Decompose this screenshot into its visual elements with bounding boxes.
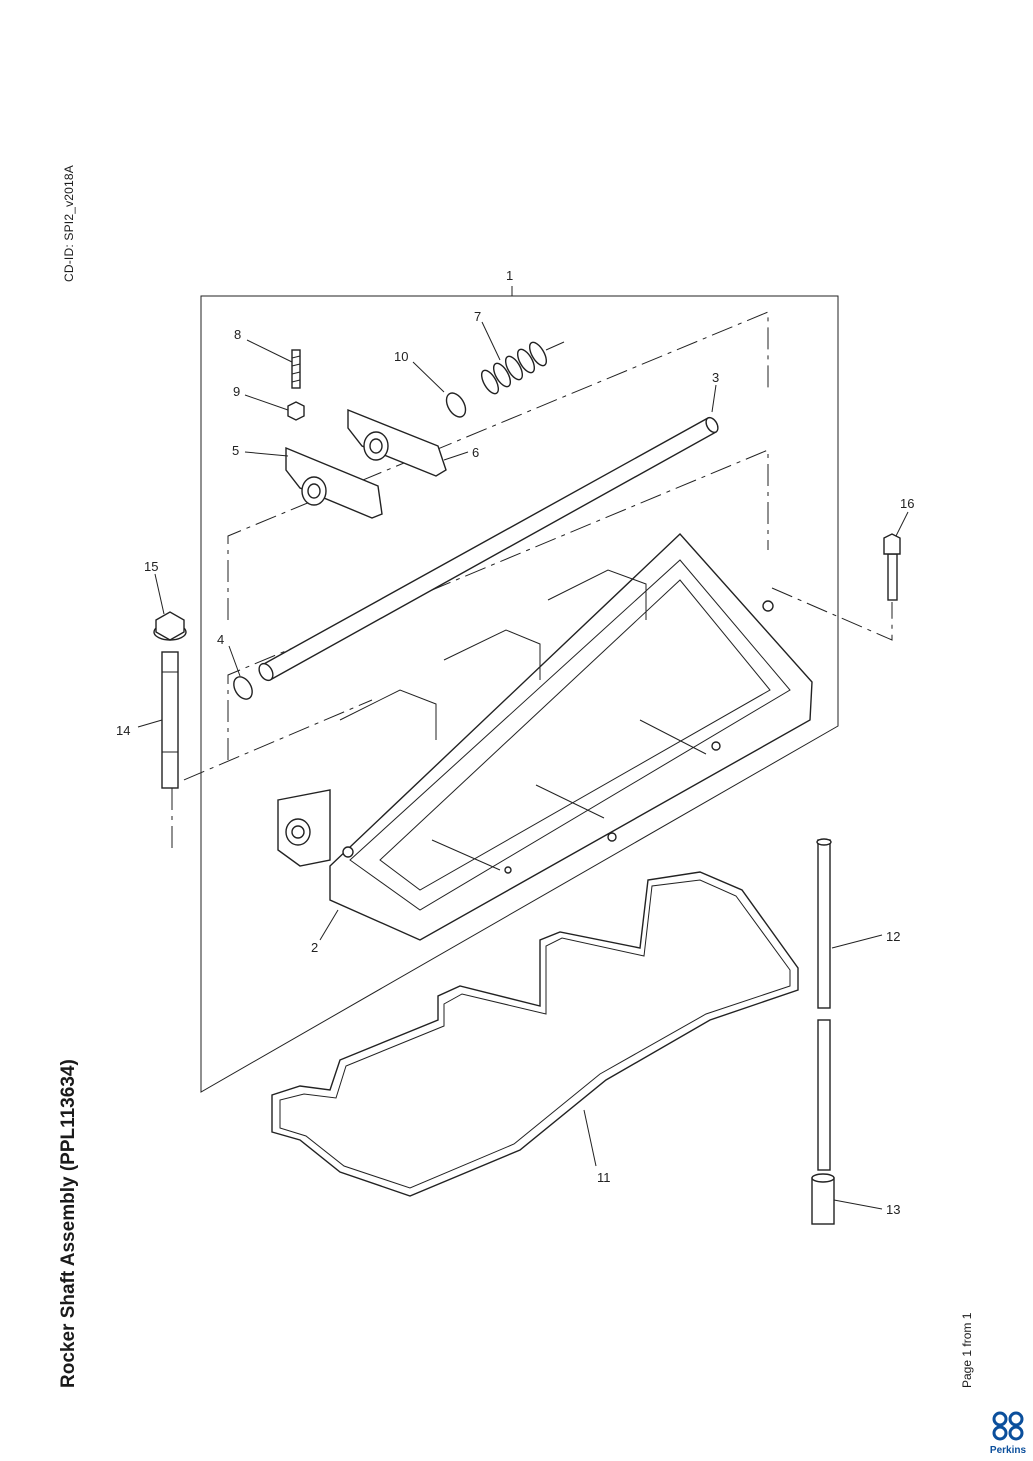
callout-4: 4: [217, 632, 224, 647]
assembly-outline: [200, 295, 839, 1093]
brand-logo: Perkins: [986, 1410, 1030, 1456]
push-rod: [816, 838, 832, 1171]
callout-10: 10: [394, 349, 408, 364]
callout-labels: 1 2 3 4 5 6 7 8 9 10 11 12 13 14 15 16: [116, 268, 914, 1217]
callout-13: 13: [886, 1202, 900, 1217]
rocker-lever-5: [285, 446, 383, 519]
circlip-10: [445, 392, 467, 418]
callout-3: 3: [712, 370, 719, 385]
locknut: [287, 401, 305, 421]
callout-16: 16: [900, 496, 914, 511]
callout-14: 14: [116, 723, 130, 738]
callout-15: 15: [144, 559, 158, 574]
circlip-4: [233, 676, 253, 700]
stud: [161, 651, 179, 789]
tappet: [811, 1173, 835, 1225]
callout-2: 2: [311, 940, 318, 955]
spring: [480, 341, 565, 395]
flange-nut: [153, 611, 187, 641]
bolt: [883, 533, 901, 601]
brand-name: Perkins: [989, 1445, 1027, 1456]
rocker-carrier: [277, 532, 813, 941]
callout-8: 8: [234, 327, 241, 342]
leader-lines: [137, 321, 909, 1210]
alignment-lines: [171, 311, 893, 848]
rocker-shaft: [258, 416, 719, 682]
callout-7: 7: [474, 309, 481, 324]
callout-6: 6: [472, 445, 479, 460]
callout-11: 11: [597, 1170, 611, 1185]
callout-1: 1: [506, 268, 513, 283]
brand-logo-mark-icon: [992, 1411, 1024, 1441]
adjusting-screw: [291, 349, 301, 389]
rocker-lever-6: [347, 408, 447, 477]
callout-12: 12: [886, 929, 900, 944]
callout-9: 9: [233, 384, 240, 399]
gasket: [271, 871, 799, 1197]
callout-5: 5: [232, 443, 239, 458]
